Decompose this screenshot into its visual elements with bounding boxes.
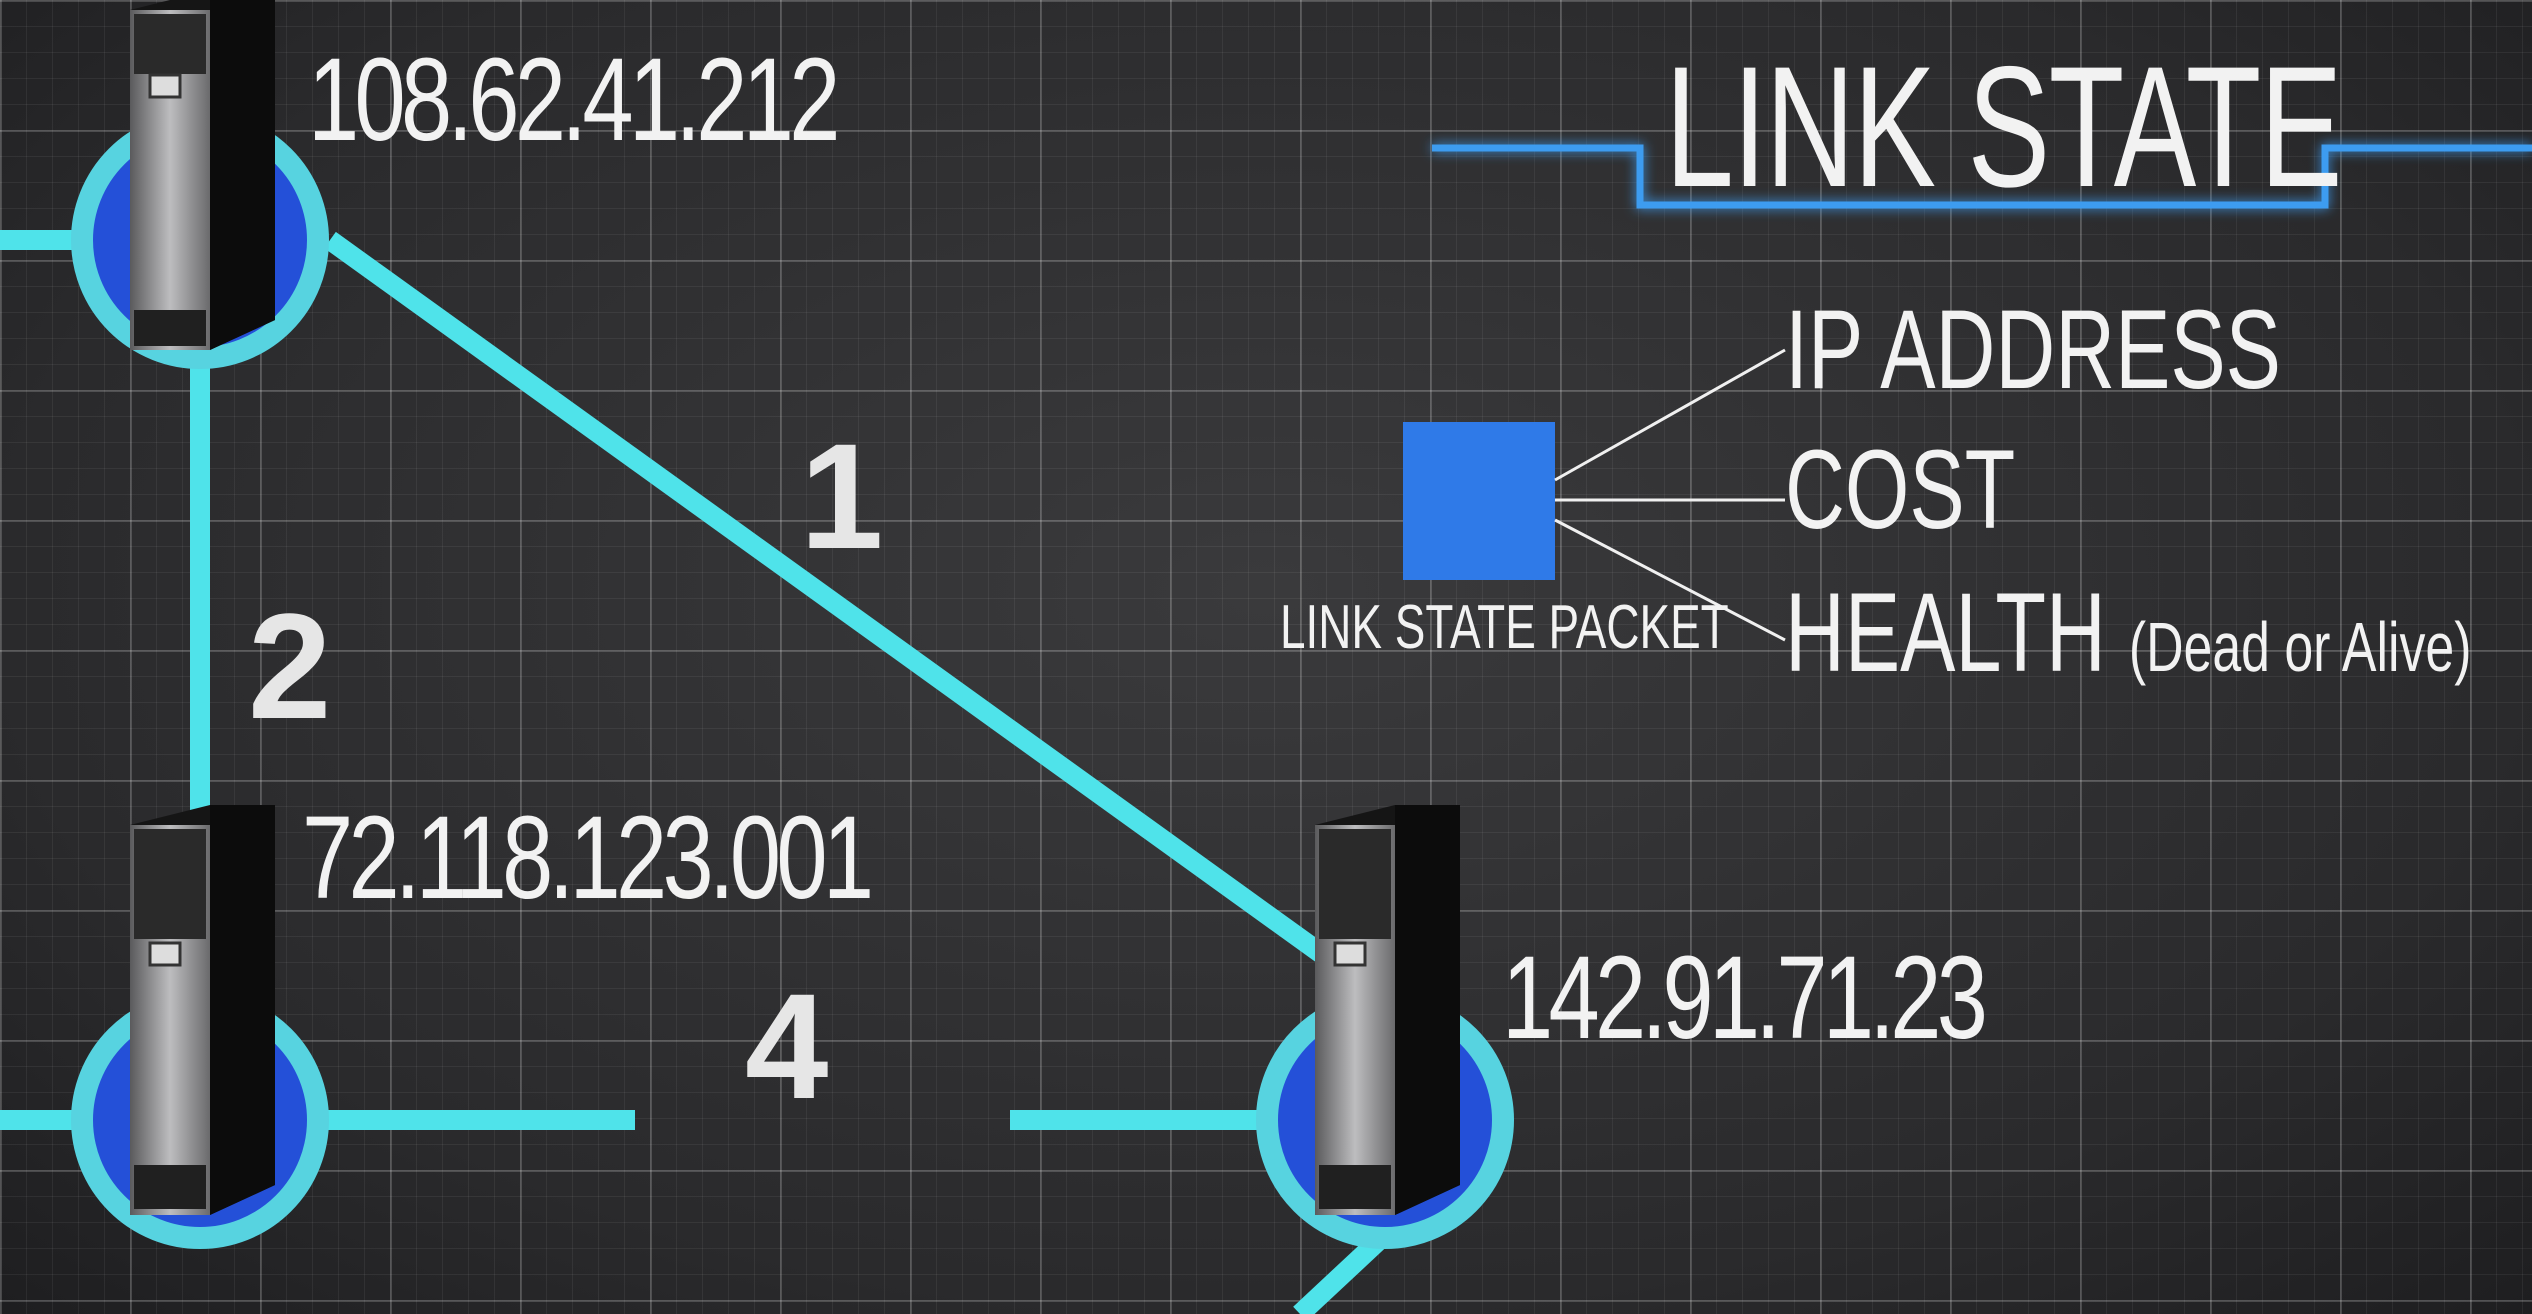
node-ip-label: 108.62.41.212: [308, 34, 840, 166]
packet-field-cost: COST: [1785, 427, 2016, 552]
link-a-c: [324, 231, 1336, 969]
page-title: LINK STATE: [1665, 31, 2342, 223]
link-cost-label: 4: [745, 962, 829, 1130]
server-rack-icon: [1315, 805, 1460, 1215]
packet-connectors: [1554, 348, 1786, 642]
packet-field-health: HEALTH (Dead or Alive): [1785, 568, 2471, 697]
node-ip-label: 72.118.123.001: [302, 792, 874, 924]
packet-field-ip-address: IP ADDRESS: [1785, 287, 2281, 412]
link-state-packet-box: [1403, 422, 1555, 580]
server-rack-icon: [130, 805, 275, 1215]
health-note: (Dead or Alive): [2128, 608, 2472, 686]
server-rack-icon: [130, 0, 275, 350]
title-underline: [1432, 144, 2532, 209]
packet-field-health-label: HEALTH: [1785, 570, 2106, 695]
link-cost-label: 2: [248, 582, 332, 750]
links: [0, 230, 1397, 1314]
link-cost-label: 1: [800, 412, 884, 580]
packet-label: LINK STATE PACKET: [1280, 593, 1729, 662]
node-ip-label: 142.91.71.23: [1502, 932, 1988, 1064]
